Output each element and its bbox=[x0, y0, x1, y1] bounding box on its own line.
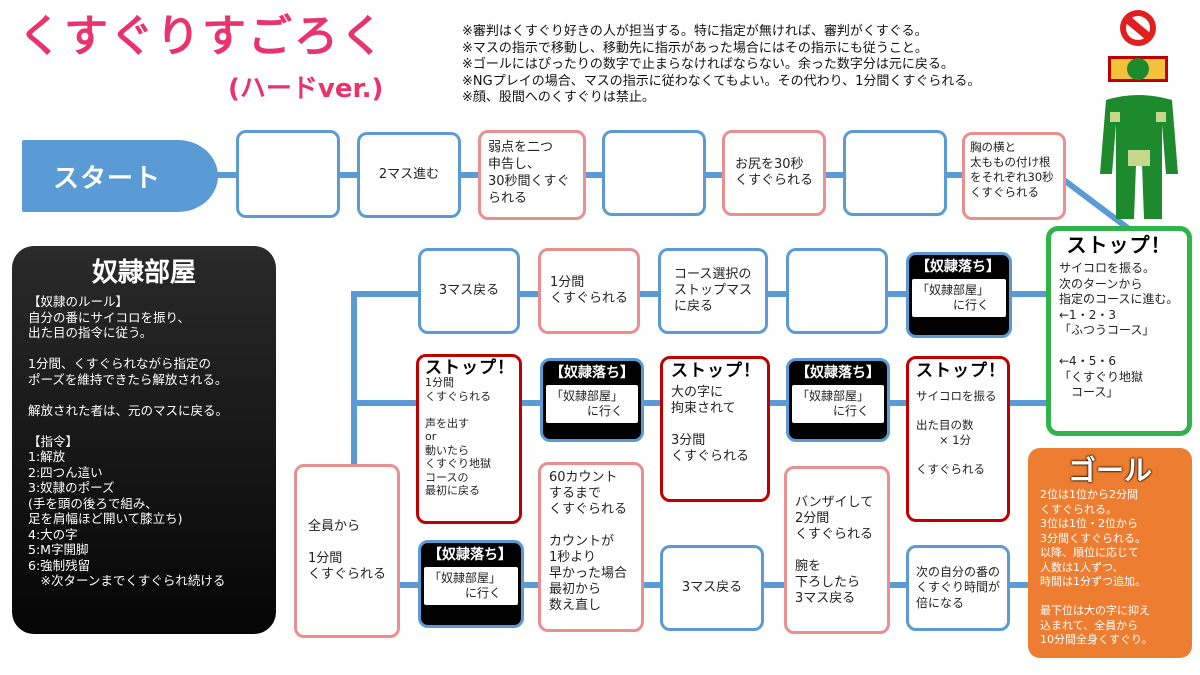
stop-title: ストップ！ bbox=[425, 358, 515, 378]
start-label: スタート bbox=[52, 163, 161, 194]
square-slave-fall-2: 【奴隷落ち】 「奴隷部屋」 に行く bbox=[540, 358, 644, 442]
square-all-tickle: 全員から 1分間 くすぐられる bbox=[294, 464, 400, 638]
square-r1-1 bbox=[236, 130, 340, 218]
slave-fall-title: 【奴隷落ち】 bbox=[796, 365, 880, 381]
stop-title: ストップ！ bbox=[916, 361, 1006, 381]
square-r1-2: 2マス進む bbox=[357, 132, 461, 218]
note-line: ※ゴールにはぴったりの数字で止まらなければならない。余った数字分は元に戻る。 bbox=[462, 57, 954, 72]
square-slave-fall-3: 【奴隷落ち】 「奴隷部屋」 に行く bbox=[786, 358, 890, 442]
goal-title: ゴール bbox=[1067, 454, 1152, 487]
square-r2-empty bbox=[786, 248, 888, 334]
stop-body: サイコロを振る 出た目の数 × 1分 くすぐられる bbox=[916, 389, 997, 476]
note-line: ※NGプレイの場合、マスの指示に従わなくてもよい。その代わり、1分間くすぐられる… bbox=[462, 73, 981, 89]
goal-panel: ゴール 2位は1位から2分間 くすぐられる。 3位は1位・2位から 3分間くすぐ… bbox=[1028, 448, 1192, 658]
square-r1-5: お尻を30秒 くすぐられる bbox=[722, 130, 826, 216]
square-r2-return-stop: コース選択の ストップマス に戻る bbox=[658, 248, 768, 334]
square-banzai: バンザイして 2分間 くすぐられる 腕を 下ろしたら 3マス戻る bbox=[784, 466, 890, 634]
person-figure-graphic bbox=[1100, 10, 1178, 219]
stop-spread-eagle: ストップ！ 大の字に 拘束されて 3分間 くすぐられる bbox=[660, 356, 770, 502]
stop-title: ストップ！ bbox=[671, 361, 761, 381]
connector-vertical bbox=[351, 291, 357, 471]
slave-fall-body: 「奴隷部屋」 に行く bbox=[792, 385, 884, 423]
slave-room-panel: 奴隷部屋 【奴隷のルール】 自分の番にサイコロを振り、 出た目の指令に従う。 1… bbox=[12, 246, 276, 634]
square-r1-3: 弱点を二つ 申告し、 30秒間くすぐ られる bbox=[478, 130, 586, 220]
rules-notes: ※審判はくすぐり好きの人が担当する。特に指定が無ければ、審判がくすぐる。 ※マス… bbox=[462, 24, 1062, 107]
goal-body: 2位は1位から2分間 くすぐられる。 3位は1位・2位から 3分間くすぐられる。… bbox=[1040, 488, 1153, 646]
square-text: 弱点を二つ 申告し、 30秒間くすぐ られる bbox=[488, 140, 570, 206]
slave-fall-title: 【奴隷落ち】 bbox=[916, 259, 1000, 275]
square-text: 2マス進む bbox=[378, 167, 440, 182]
square-r1-7: 胸の横と 太ももの付け根 をそれぞれ30秒 くすぐられる bbox=[962, 132, 1066, 220]
stop-body: サイコロを振る。 次のターンから 指定のコースに進む。 ←1・2・3 「ふつうコ… bbox=[1059, 261, 1179, 399]
square-double-time: 次の自分の番の くすぐり時間が 倍になる bbox=[906, 545, 1010, 631]
stop-dice-minutes: ストップ！ サイコロを振る 出た目の数 × 1分 くすぐられる bbox=[906, 356, 1010, 522]
square-text: 1分間 くすぐられる bbox=[549, 275, 628, 306]
slave-fall-body: 「奴隷部屋」 に行く bbox=[912, 279, 1006, 317]
square-text: バンザイして 2分間 くすぐられる 腕を 下ろしたら 3マス戻る bbox=[795, 495, 874, 606]
square-r4-back3: 3マス戻る bbox=[660, 545, 764, 631]
square-text: 全員から 1分間 くすぐられる bbox=[307, 519, 386, 582]
square-slave-fall-1: 【奴隷落ち】 「奴隷部屋」 に行く bbox=[906, 252, 1012, 338]
stop-body: 1分間 くすぐられる 声を出す or 動いたら くすぐり地獄 コースの 最初に戻… bbox=[425, 376, 491, 497]
person-figure-icon bbox=[1092, 4, 1192, 224]
square-text: 次の自分の番の くすぐり時間が 倍になる bbox=[915, 564, 1000, 610]
square-slave-fall-4: 【奴隷落ち】 「奴隷部屋」 に行く bbox=[418, 540, 524, 628]
slave-room-title: 奴隷部屋 bbox=[91, 258, 196, 288]
square-count-60: 60カウント するまで くすぐられる カウントが 1秒より 早かった場合 最初か… bbox=[538, 462, 644, 632]
square-text: 60カウント するまで くすぐられる カウントが 1秒より 早かった場合 最初か… bbox=[549, 470, 628, 613]
stop-silence: ストップ！ 1分間 くすぐられる 声を出す or 動いたら くすぐり地獄 コース… bbox=[416, 354, 522, 524]
square-text: 胸の横と 太ももの付け根 をそれぞれ30秒 くすぐられる bbox=[970, 140, 1054, 199]
square-text: コース選択の ストップマス に戻る bbox=[673, 267, 752, 314]
stop-title: ストップ！ bbox=[1066, 233, 1172, 257]
connector-goal bbox=[990, 582, 1030, 588]
slave-room-rules: 【奴隷のルール】 自分の番にサイコロを振り、 出た目の指令に従う。 1分間、くす… bbox=[28, 294, 229, 588]
page-title: くすぐりすごろく bbox=[18, 11, 386, 62]
square-r1-6 bbox=[843, 130, 947, 216]
square-text: お尻を30秒 くすぐられる bbox=[734, 157, 813, 188]
slave-fall-title: 【奴隷落ち】 bbox=[550, 365, 634, 381]
start-arrow bbox=[22, 140, 218, 212]
slave-fall-title: 【奴隷落ち】 bbox=[428, 547, 512, 563]
square-text: 3マス戻る bbox=[681, 580, 743, 595]
stop-body: 大の字に 拘束されて 3分間 くすぐられる bbox=[671, 385, 750, 464]
note-line: ※マスの指示で移動し、移動先に指示があった場合にはその指示にも従うこと。 bbox=[462, 40, 928, 56]
slave-fall-body: 「奴隷部屋」 に行く bbox=[424, 567, 518, 605]
square-r2-back3: 3マス戻る bbox=[418, 248, 520, 334]
square-text: 3マス戻る bbox=[438, 283, 500, 298]
square-r2-1min: 1分間 くすぐられる bbox=[538, 248, 640, 334]
page-subtitle: (ハードver.) bbox=[228, 74, 384, 104]
no-entry-icon bbox=[1120, 10, 1156, 46]
connector-row1 bbox=[200, 172, 990, 178]
square-r1-4 bbox=[602, 130, 706, 216]
stop-course-select: ストップ！ サイコロを振る。 次のターンから 指定のコースに進む。 ←1・2・3… bbox=[1046, 226, 1192, 436]
note-line: ※審判はくすぐり好きの人が担当する。特に指定が無ければ、審判がくすぐる。 bbox=[462, 24, 928, 39]
slave-fall-body: 「奴隷部屋」 に行く bbox=[546, 385, 638, 423]
note-line: ※顔、股間へのくすぐりは禁止。 bbox=[462, 90, 655, 105]
